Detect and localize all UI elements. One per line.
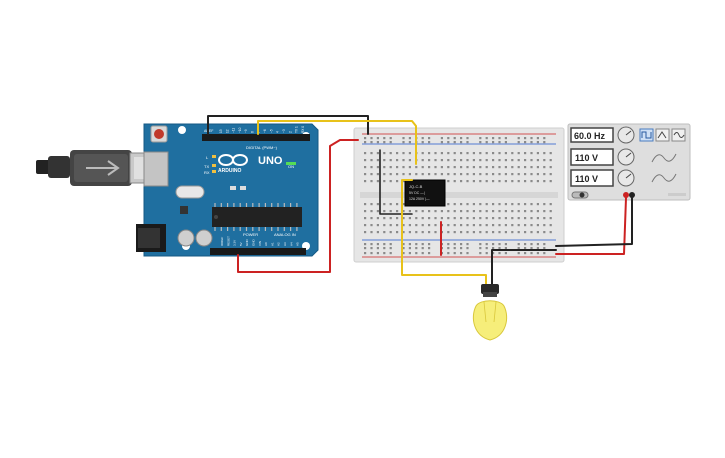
digital-pin-label: ~10 xyxy=(238,127,242,133)
power-pin-label: GND xyxy=(245,239,249,247)
triangle-wave-button[interactable] xyxy=(655,128,670,142)
capacitor xyxy=(177,229,195,247)
amplitude-wave-icon xyxy=(651,153,677,163)
breadboard[interactable] xyxy=(353,127,565,263)
positive-terminal[interactable] xyxy=(623,192,629,198)
frequency-display[interactable]: 60.0 Hz xyxy=(570,127,614,143)
reset-button[interactable] xyxy=(150,125,168,143)
function-generator[interactable]: 60.0 Hz 110 V 110 V xyxy=(567,123,691,201)
on-led xyxy=(286,162,296,165)
relay-label-line1: JQ-C-B xyxy=(409,184,423,189)
capacitor xyxy=(195,229,213,247)
digital-label: DIGITAL (PWM~) xyxy=(246,145,278,150)
arduino-infinity-logo xyxy=(218,154,248,166)
digital-pin-label: ~9 xyxy=(244,129,248,133)
power-pin-label: RESET xyxy=(226,236,230,246)
wire-gnd-black[interactable] xyxy=(207,115,369,135)
wire-5v-red[interactable] xyxy=(237,139,359,273)
amplitude-display[interactable]: 110 V xyxy=(570,148,614,166)
tx-led xyxy=(212,164,216,167)
power-pin-label: IOREF xyxy=(220,237,224,246)
light-bulb[interactable] xyxy=(472,284,508,341)
power-switch[interactable] xyxy=(571,191,589,199)
arduino-logo-text: ARDUINO xyxy=(218,168,241,174)
digital-pin-label: 2 xyxy=(288,131,292,133)
usb-jack xyxy=(143,151,169,187)
digital-pin-label: ~6 xyxy=(263,129,267,133)
amplitude-value: 110 V xyxy=(575,153,598,163)
relay-label-line2: 5V DC —| xyxy=(409,191,425,195)
digital-header[interactable] xyxy=(202,134,310,141)
offset-display[interactable]: 110 V xyxy=(570,169,614,187)
digital-pin-label: RX 0 xyxy=(301,126,305,133)
analog-pin-label: A5 xyxy=(296,242,300,246)
offset-wave-icon xyxy=(651,173,677,183)
analog-pin-label: A1 xyxy=(270,242,274,246)
l-led xyxy=(212,155,216,158)
analog-pin-label: A4 xyxy=(289,242,293,246)
digital-pin-label: 12 xyxy=(225,129,229,133)
crystal-oscillator xyxy=(175,185,205,199)
arduino-uno-board[interactable]: UNO ARDUINO DIGITAL (PWM~) POWER ANALOG … xyxy=(136,123,319,257)
analog-pin-label: A0 xyxy=(264,242,268,246)
power-label: POWER xyxy=(243,232,258,237)
digital-pin-label: 4 xyxy=(276,131,280,133)
on-led-label: ON xyxy=(288,164,294,169)
wire-signal-yellow[interactable] xyxy=(257,120,417,165)
breadboard-channel xyxy=(360,192,558,198)
negative-terminal[interactable] xyxy=(629,192,635,198)
wire-generator-red[interactable] xyxy=(555,197,627,255)
wire-bulb-black[interactable] xyxy=(491,249,557,287)
digital-pin-label: TX 1 xyxy=(295,126,299,133)
model-label xyxy=(668,193,686,196)
analog-pin-label: A3 xyxy=(283,242,287,246)
square-wave-button[interactable] xyxy=(639,128,654,142)
power-analog-header[interactable] xyxy=(210,248,306,255)
rx-led-label: RX xyxy=(204,170,210,175)
analog-pin-label: A2 xyxy=(277,242,281,246)
tx-led-label: TX xyxy=(204,164,209,169)
offset-value: 110 V xyxy=(575,174,598,184)
frequency-value: 60.0 Hz xyxy=(574,131,606,141)
power-pin-label: VIN xyxy=(258,241,262,246)
relay-label-line3: 12A 250V |— xyxy=(409,197,430,201)
voltage-regulator xyxy=(180,206,188,214)
power-pin-label: 3.3V xyxy=(233,240,237,246)
board-brand: UNO xyxy=(258,155,283,167)
digital-pin-label: 13 xyxy=(219,129,223,133)
analog-label: ANALOG IN xyxy=(274,232,296,237)
wire-generator-black[interactable] xyxy=(555,197,633,247)
digital-pin-label: 8 xyxy=(251,131,255,133)
l-led-label: L xyxy=(206,155,209,160)
rx-led xyxy=(212,170,216,173)
power-pin-label: GND xyxy=(252,239,256,247)
wire-bulb-yellow[interactable] xyxy=(401,179,487,287)
digital-pin-label: ~3 xyxy=(282,129,286,133)
digital-pin-label: ~5 xyxy=(269,129,273,133)
relay-module[interactable]: JQ-C-B 5V DC —| 12A 250V |— xyxy=(404,179,446,207)
digital-pin-label: ~11 xyxy=(232,128,236,133)
power-pin-label: 5V xyxy=(239,242,243,246)
atmega-chip xyxy=(212,207,302,227)
mounting-hole xyxy=(178,126,186,134)
sine-wave-button[interactable] xyxy=(671,128,686,142)
